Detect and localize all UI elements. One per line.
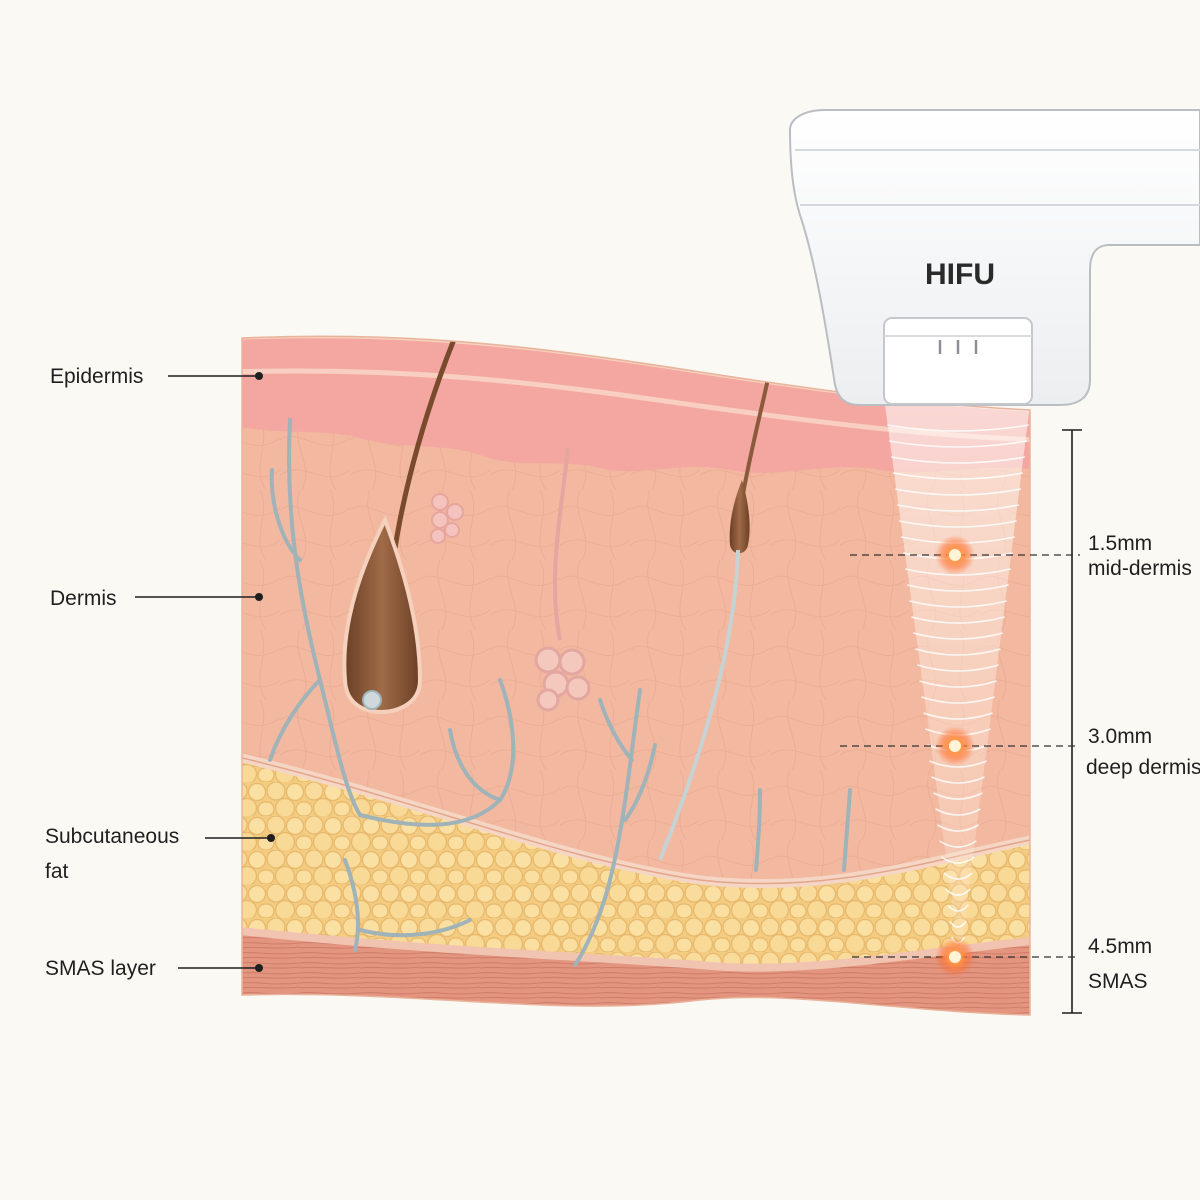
layer-label-3: SMAS [1088,970,1148,993]
layer-label-2: deep dermis [1086,756,1200,779]
depth-label-3: 4.5mm [1088,935,1152,958]
hifu-device: HIFU [790,110,1200,405]
label-subcutaneous-fat-line2: fat [45,860,69,883]
label-subcutaneous-fat-line1: Subcutaneous [45,825,179,848]
depth-label-2: 3.0mm [1088,725,1152,748]
depth-scale [1062,430,1082,1013]
layer-labels: Epidermis Dermis Subcutaneous fat SMAS l… [45,365,275,980]
layer-label-1: mid-dermis [1088,557,1192,580]
label-smas-layer: SMAS layer [45,957,156,980]
depth-label-1: 1.5mm [1088,532,1152,555]
device-transducer [884,318,1032,404]
label-epidermis: Epidermis [50,365,143,388]
device-brand-label: HIFU [925,258,995,291]
label-dermis: Dermis [50,587,117,610]
